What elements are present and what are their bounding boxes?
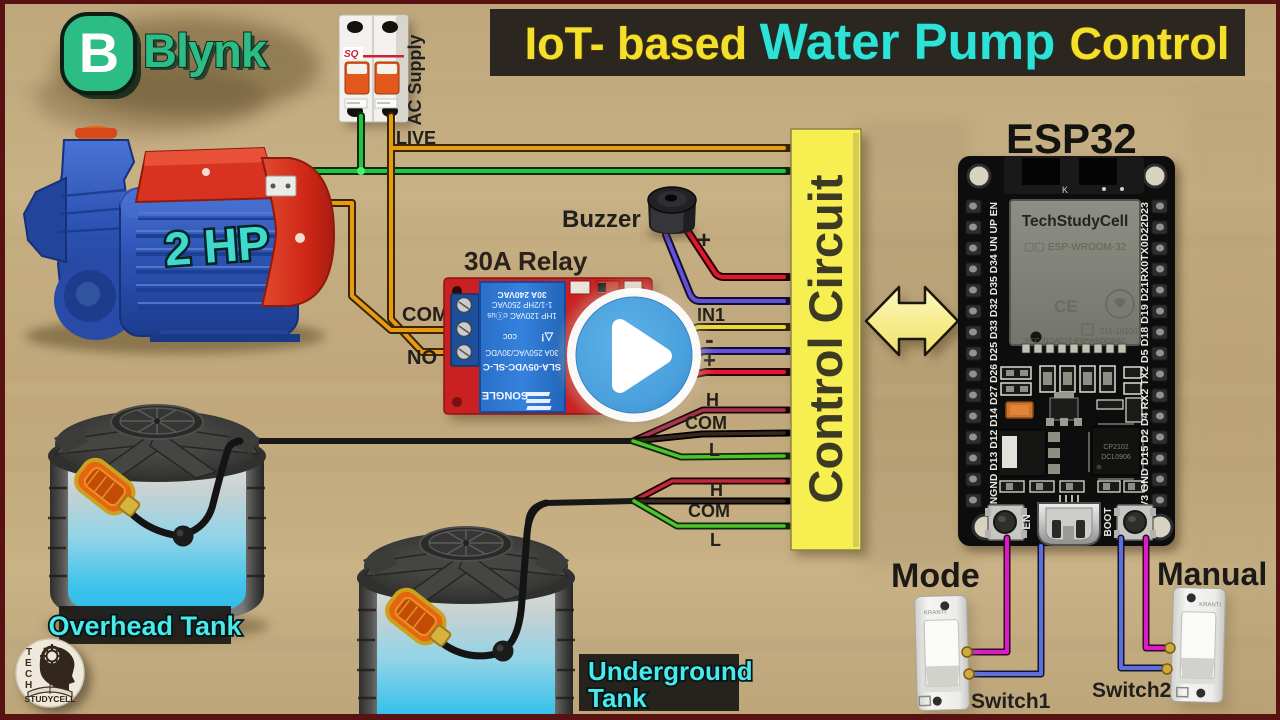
svg-text:30A 250VAC/30VDC: 30A 250VAC/30VDC: [485, 348, 558, 357]
svg-text:CE: CE: [1054, 297, 1078, 316]
svg-text:Blynk: Blynk: [143, 24, 268, 77]
svg-text:ESP-WROOM-32: ESP-WROOM-32: [1048, 242, 1127, 253]
svg-text:Tank: Tank: [588, 683, 647, 713]
svg-text:COM: COM: [685, 413, 727, 433]
svg-text:Switch1: Switch1: [971, 690, 1051, 713]
svg-text:COM: COM: [402, 304, 449, 326]
svg-text:IoT- based Water Pump Control: IoT- based Water Pump Control: [525, 13, 1230, 70]
svg-text:△!: △!: [541, 331, 554, 343]
svg-text:SQ: SQ: [344, 49, 359, 60]
svg-text:▢▢: ▢▢: [1024, 241, 1045, 253]
svg-text:H: H: [25, 680, 32, 691]
svg-text:SONGLE: SONGLE: [482, 389, 528, 401]
svg-text:Manual: Manual: [1157, 556, 1267, 592]
svg-text:KRANTI: KRANTI: [924, 610, 946, 617]
svg-text:LIVE: LIVE: [396, 128, 436, 148]
svg-text:BOOT: BOOT: [1103, 508, 1114, 537]
svg-text:FCC ID:2AC7Z-ESPWROOM32: FCC ID:2AC7Z-ESPWROOM32: [1025, 338, 1125, 345]
svg-text:CP2102: CP2102: [1103, 444, 1128, 451]
svg-text:COM: COM: [688, 501, 730, 521]
svg-text:B: B: [79, 21, 119, 84]
svg-text:Mode: Mode: [891, 557, 980, 595]
svg-text:H: H: [710, 480, 723, 500]
svg-text:KRANTI: KRANTI: [1199, 602, 1221, 609]
svg-text:30A 240VAC: 30A 240VAC: [497, 290, 546, 300]
svg-text:1HP 120VAC cⓒus: 1HP 120VAC cⓒus: [487, 311, 557, 320]
svg-text:SLA-05VDC-SL-C: SLA-05VDC-SL-C: [483, 361, 561, 372]
svg-text:2 HP: 2 HP: [163, 215, 271, 275]
svg-text:Blynk: Blynk: [147, 27, 272, 80]
svg-text:STUDYCELL: STUDYCELL: [25, 694, 76, 704]
svg-text:L: L: [710, 530, 721, 550]
svg-text:NO: NO: [407, 347, 437, 369]
svg-text:E: E: [25, 658, 32, 669]
svg-text:coc: coc: [503, 332, 518, 342]
svg-text:L: L: [709, 440, 720, 460]
svg-text:T: T: [26, 647, 32, 658]
svg-text:AC Supply: AC Supply: [405, 34, 425, 125]
svg-text:ESP32: ESP32: [1006, 115, 1137, 162]
svg-text:-: -: [705, 324, 714, 354]
svg-text:IN1: IN1: [697, 305, 725, 325]
svg-text:K: K: [1062, 185, 1068, 195]
svg-text:DCL0906: DCL0906: [1101, 454, 1131, 461]
svg-text:VINGND D13 D12 D14 D27 D26 D25: VINGND D13 D12 D14 D27 D26 D25 D33 D32 D…: [988, 202, 1000, 514]
svg-text:C: C: [25, 669, 32, 680]
svg-text:H: H: [706, 390, 719, 410]
svg-text:3V3 GND D15 D2 D4 RX2 TX2 D5 D: 3V3 GND D15 D2 D4 RX2 TX2 D5 D18 D19 D21…: [1139, 202, 1151, 514]
svg-text:30A Relay: 30A Relay: [464, 246, 588, 276]
svg-text:Buzzer: Buzzer: [562, 206, 641, 233]
svg-text:Control Circuit: Control Circuit: [799, 174, 852, 503]
svg-text:1-1/2HP 250VAC: 1-1/2HP 250VAC: [491, 300, 552, 309]
svg-text:TechStudyCell: TechStudyCell: [1022, 213, 1129, 230]
svg-text:Overhead Tank: Overhead Tank: [48, 611, 242, 641]
svg-text:Underground: Underground: [588, 656, 753, 686]
svg-text:EN: EN: [1021, 514, 1033, 529]
svg-text:211-161007: 211-161007: [1100, 327, 1143, 336]
svg-text:Switch2: Switch2: [1092, 679, 1171, 702]
svg-text:+: +: [697, 227, 711, 254]
